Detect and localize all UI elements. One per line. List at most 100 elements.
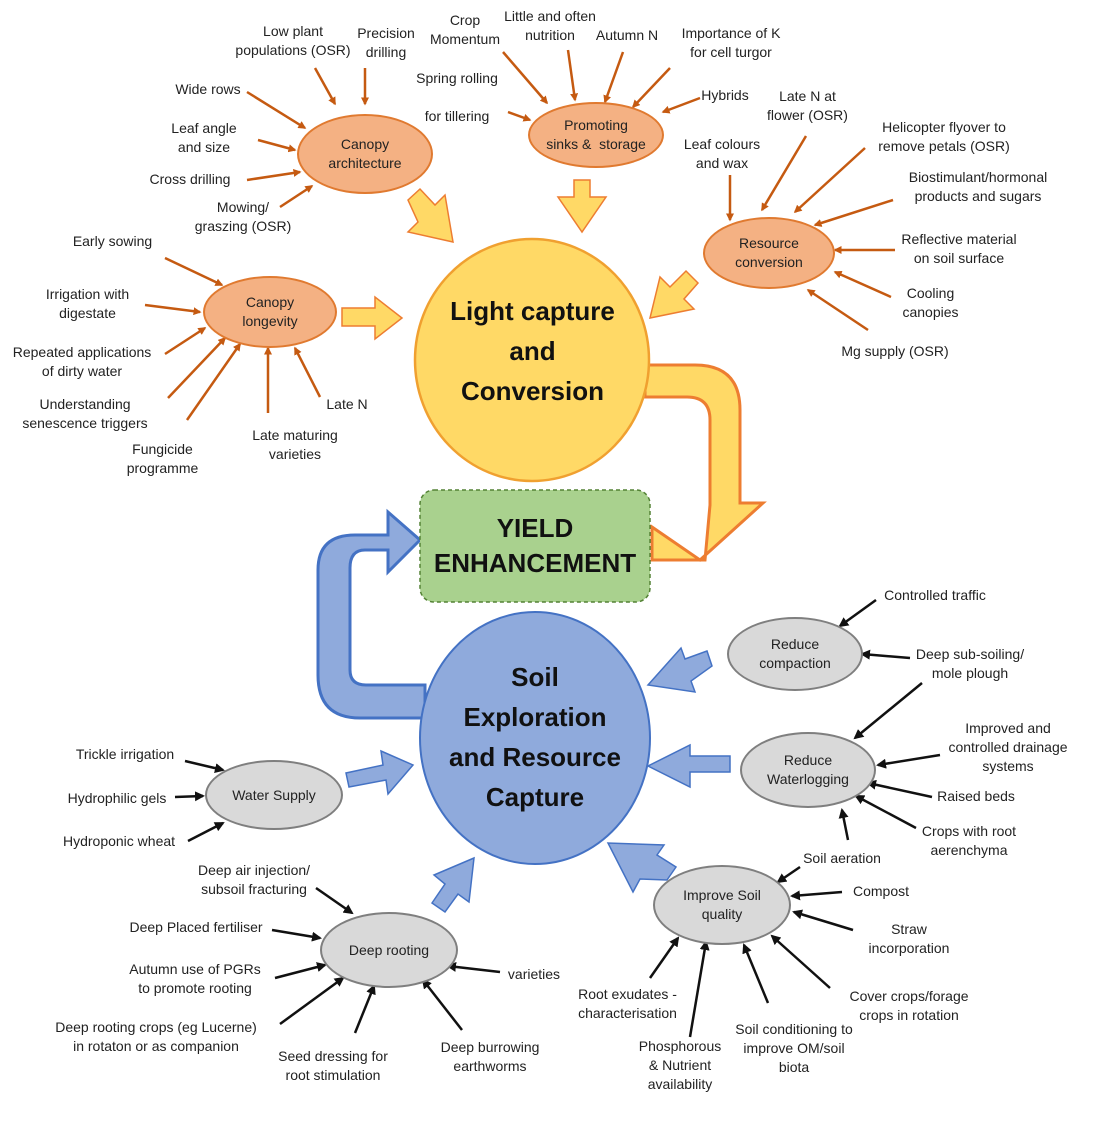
arrow-deep-air [315, 886, 354, 915]
block-arrows-orange [341, 179, 700, 341]
label-repeated: Repeated applications of dirty water [12, 344, 152, 379]
arrow-deep-subsoiling [860, 649, 911, 660]
label-deep-air: Deep air injection/ subsoil fracturing [197, 862, 311, 897]
label-deep-placed: Deep Placed fertiliser [129, 919, 263, 935]
deep-rooting-node: Deep rooting [320, 912, 458, 988]
arrow-hydrophilic [174, 791, 205, 802]
yield-enhancement-title: YIELD ENHANCEMENT [433, 513, 637, 578]
arrow-trickle [184, 759, 225, 774]
label-leaf-colours: Leaf colours and wax [683, 136, 761, 171]
canopy-architecture-node: Canopy architecture [297, 114, 433, 194]
arrow-helicopter [793, 147, 866, 214]
arrow-soil-conditioning [742, 943, 770, 1004]
arrow-root-exudates [648, 936, 680, 979]
water-supply-node: Water Supply [205, 760, 343, 830]
resource-conversion-node: Resource conversion [703, 217, 835, 289]
orange-arrows [144, 49, 895, 421]
label-seed-dressing: Seed dressing for root stimulation [278, 1048, 388, 1083]
label-raised-beds: Raised beds [937, 788, 1015, 804]
label-root-exudates: Root exudates - characterisation [578, 986, 677, 1021]
label-cooling: Cooling canopies [902, 285, 959, 320]
arrow-wide-rows [246, 90, 307, 130]
label-soil-conditioning: Soil conditioning to improve OM/soil bio… [735, 1021, 853, 1075]
arrow-compost [790, 890, 843, 901]
light-capture-title: Light capture and Conversion [450, 296, 615, 406]
label-deep-burrowing: Deep burrowing earthworms [440, 1039, 540, 1074]
label-cross-drilling: Cross drilling [149, 171, 231, 187]
label-crops-root: Crops with root aerenchyma [921, 823, 1017, 858]
arrow-varieties [446, 961, 501, 974]
arrow-cover-crops [770, 934, 831, 989]
arrow-fungicide [185, 342, 242, 421]
label-varieties: varieties [507, 966, 561, 982]
loop-arrow-blue [316, 508, 427, 720]
label-understanding: Understanding senescence triggers [22, 396, 148, 431]
arrow-hybrids [661, 96, 701, 114]
arrow-cooling [833, 270, 892, 299]
light-capture-circle [413, 237, 651, 483]
promoting-sinks-node: Promoting sinks & storage [528, 102, 664, 168]
label-wide-rows: Wide rows [175, 81, 241, 97]
yield-box [419, 489, 651, 603]
label-early-sowing: Early sowing [72, 233, 153, 249]
label-mowing: Mowing/ graszing (OSR) [194, 199, 292, 234]
label-trickle: Trickle irrigation [75, 746, 175, 762]
label-leaf-angle: Leaf angle and size [171, 120, 237, 155]
arrow-deep-rooting-crops [279, 976, 345, 1026]
arrow-soil-aeration-up [838, 808, 850, 841]
block-arrow-waterlogging [646, 743, 731, 789]
arrow-importance-k [631, 67, 671, 109]
label-improved-drainage: Improved and controlled drainage systems [948, 720, 1068, 774]
black-arrows [174, 598, 941, 1038]
block-arrow-water-supply [345, 749, 415, 796]
label-hybrids: Hybrids [701, 87, 749, 103]
arrow-autumn-pgr [274, 962, 327, 980]
canopy-longevity-node: Canopy longevity [203, 276, 337, 348]
block-arrow-soil-quality [606, 842, 678, 894]
arrow-late-n-flower [760, 135, 808, 212]
label-biostimulant: Biostimulant/hormonal products and sugar… [908, 169, 1048, 204]
arrow-crops-root [854, 794, 917, 830]
label-autumn-pgr: Autumn use of PGRs to promote rooting [129, 961, 261, 996]
arrow-autumn-n [603, 51, 625, 104]
label-late-n: Late N [326, 396, 368, 412]
label-deep-rooting-crops: Deep rooting crops (eg Lucerne) in rotat… [55, 1019, 257, 1054]
label-late-maturing: Late maturing varieties [252, 427, 338, 462]
label-little-often: Little and often nutrition [504, 8, 596, 43]
improve-soil-quality-node: Improve Soil quality [653, 865, 791, 945]
arrow-low-plant [313, 67, 337, 106]
block-arrows-blue [345, 646, 731, 914]
block-arrow-longevity [341, 295, 404, 341]
arrow-mowing [279, 184, 314, 209]
arrow-repeated [164, 326, 207, 356]
arrow-deep-burrowing [421, 978, 463, 1031]
arrow-raised-beds [866, 779, 933, 799]
label-controlled-traffic: Controlled traffic [884, 587, 986, 603]
arrow-improved-drainage [876, 753, 941, 769]
arrow-straw [792, 909, 854, 932]
arrow-biostimulant [813, 198, 894, 227]
arrow-leaf-angle [257, 138, 297, 153]
label-hydroponic: Hydroponic wheat [62, 833, 176, 849]
label-cover-crops: Cover crops/forage crops in rotation [849, 988, 969, 1023]
label-phosphorous: Phosphorous & Nutrient availability [638, 1038, 722, 1092]
label-compost: Compost [852, 883, 910, 899]
block-arrow-resource [648, 269, 700, 319]
label-deep-subsoiling: Deep sub-soiling/ mole plough [915, 646, 1025, 681]
arrow-early-sowing [164, 256, 224, 287]
arrow-cross-drilling [246, 169, 302, 182]
block-arrow-canopy-arch [406, 187, 454, 243]
label-spring-rolling: Spring rolling for tillering [416, 70, 498, 124]
arrow-understanding [167, 336, 227, 399]
block-arrow-sinks [556, 179, 608, 234]
arrow-mg [806, 288, 869, 332]
arrow-controlled-traffic [838, 598, 877, 628]
soil-exploration-circle [419, 611, 651, 865]
soil-exploration-title: Soil Exploration and Resource Capture [449, 662, 621, 812]
label-hydrophilic: Hydrophilic gels [67, 790, 167, 806]
block-arrow-compaction [646, 646, 713, 693]
reduce-compaction-node: Reduce compaction [727, 617, 863, 691]
label-soil-aeration: Soil aeration [803, 850, 881, 866]
loop-arrow-yellow [643, 363, 767, 562]
